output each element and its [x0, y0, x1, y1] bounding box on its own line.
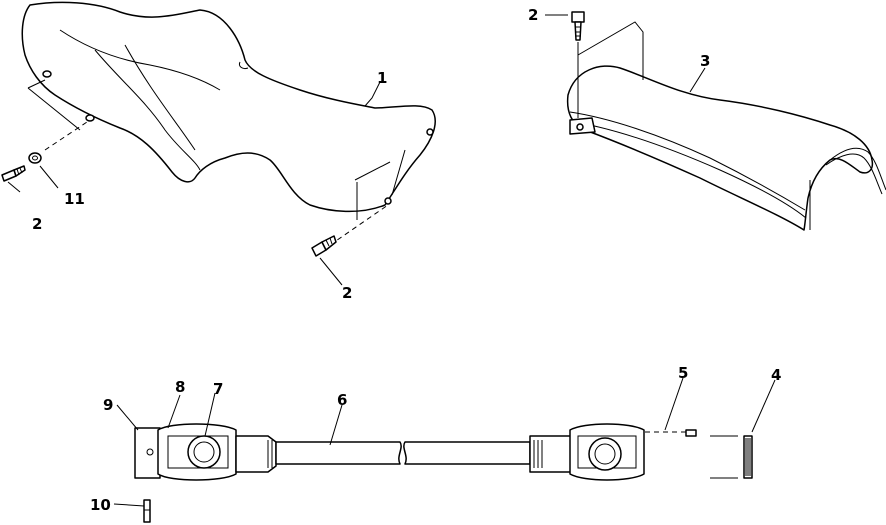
part-3-seat — [566, 65, 886, 231]
callout-leaders — [7, 14, 776, 507]
callout-3: 3 — [700, 52, 710, 70]
washer-11 — [28, 152, 42, 164]
part-9-yoke — [134, 427, 161, 479]
callout-labels: 1 2 11 2 2 3 9 8 7 6 5 4 10 — [32, 6, 781, 514]
callout-2-top: 2 — [528, 6, 538, 24]
part-4-boot — [710, 435, 753, 479]
part-1-centerlines — [27, 79, 389, 246]
screw-2-bottom — [311, 235, 337, 257]
screw-2-top — [571, 11, 585, 41]
callout-1: 1 — [377, 69, 387, 87]
callout-2-bottom: 2 — [342, 284, 352, 302]
callout-11: 11 — [64, 190, 85, 208]
pin-5 — [645, 429, 697, 437]
callout-7: 7 — [213, 380, 223, 398]
callout-8: 8 — [175, 378, 185, 396]
part-8-7-ujoint-left — [157, 423, 277, 481]
part-3-centerlines — [577, 21, 644, 118]
callout-5: 5 — [678, 364, 688, 382]
callout-6: 6 — [337, 391, 347, 409]
callout-10: 10 — [90, 496, 111, 514]
pin-10 — [143, 499, 151, 523]
part-5-ujoint-right — [529, 423, 645, 481]
part-6-shaft — [275, 441, 531, 465]
callout-4: 4 — [771, 366, 781, 384]
part-1-fender-cover — [21, 1, 436, 213]
callout-9: 9 — [103, 396, 113, 414]
callout-2-left: 2 — [32, 215, 42, 233]
screw-2-left — [1, 165, 26, 182]
